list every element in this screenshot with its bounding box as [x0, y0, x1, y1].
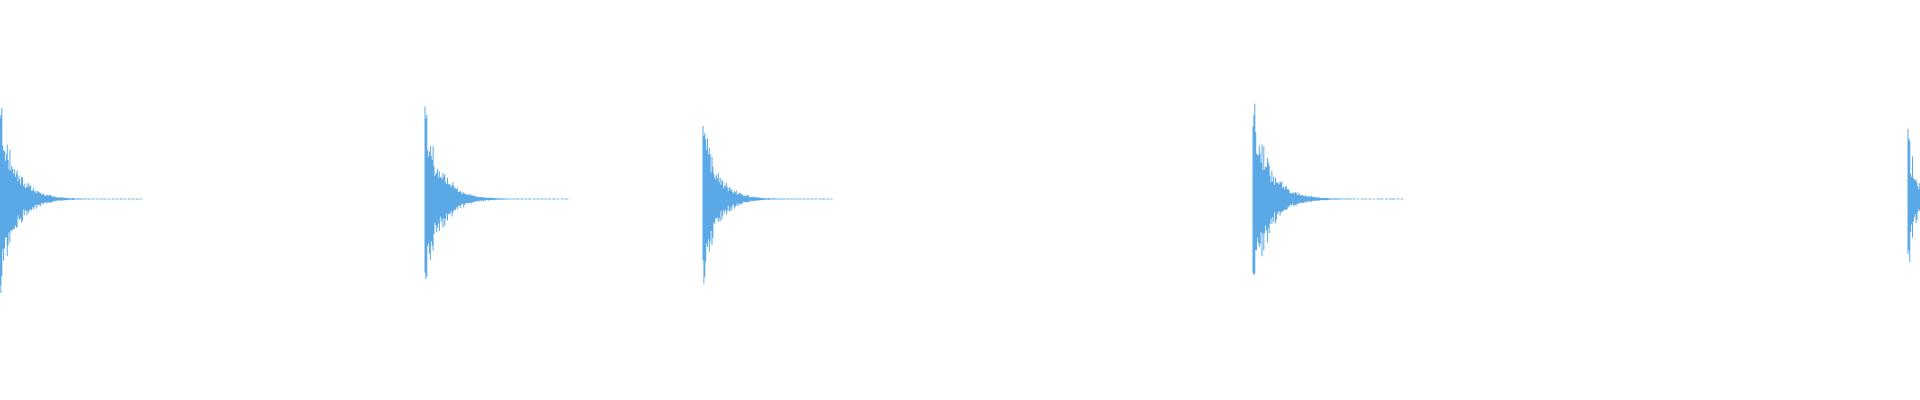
- waveform-transient-path: [702, 125, 833, 284]
- waveform-transient-2: [424, 106, 569, 279]
- waveform-transient-3: [702, 125, 833, 284]
- waveform-transient-1: [0, 107, 144, 293]
- waveform-transient-path: [1907, 128, 1920, 263]
- waveform-transient-5: [1907, 128, 1920, 263]
- waveform-transient-path: [424, 106, 569, 279]
- waveform-transient-path: [1252, 103, 1404, 276]
- waveform-transient-path: [0, 107, 144, 293]
- waveform-transient-4: [1252, 103, 1405, 276]
